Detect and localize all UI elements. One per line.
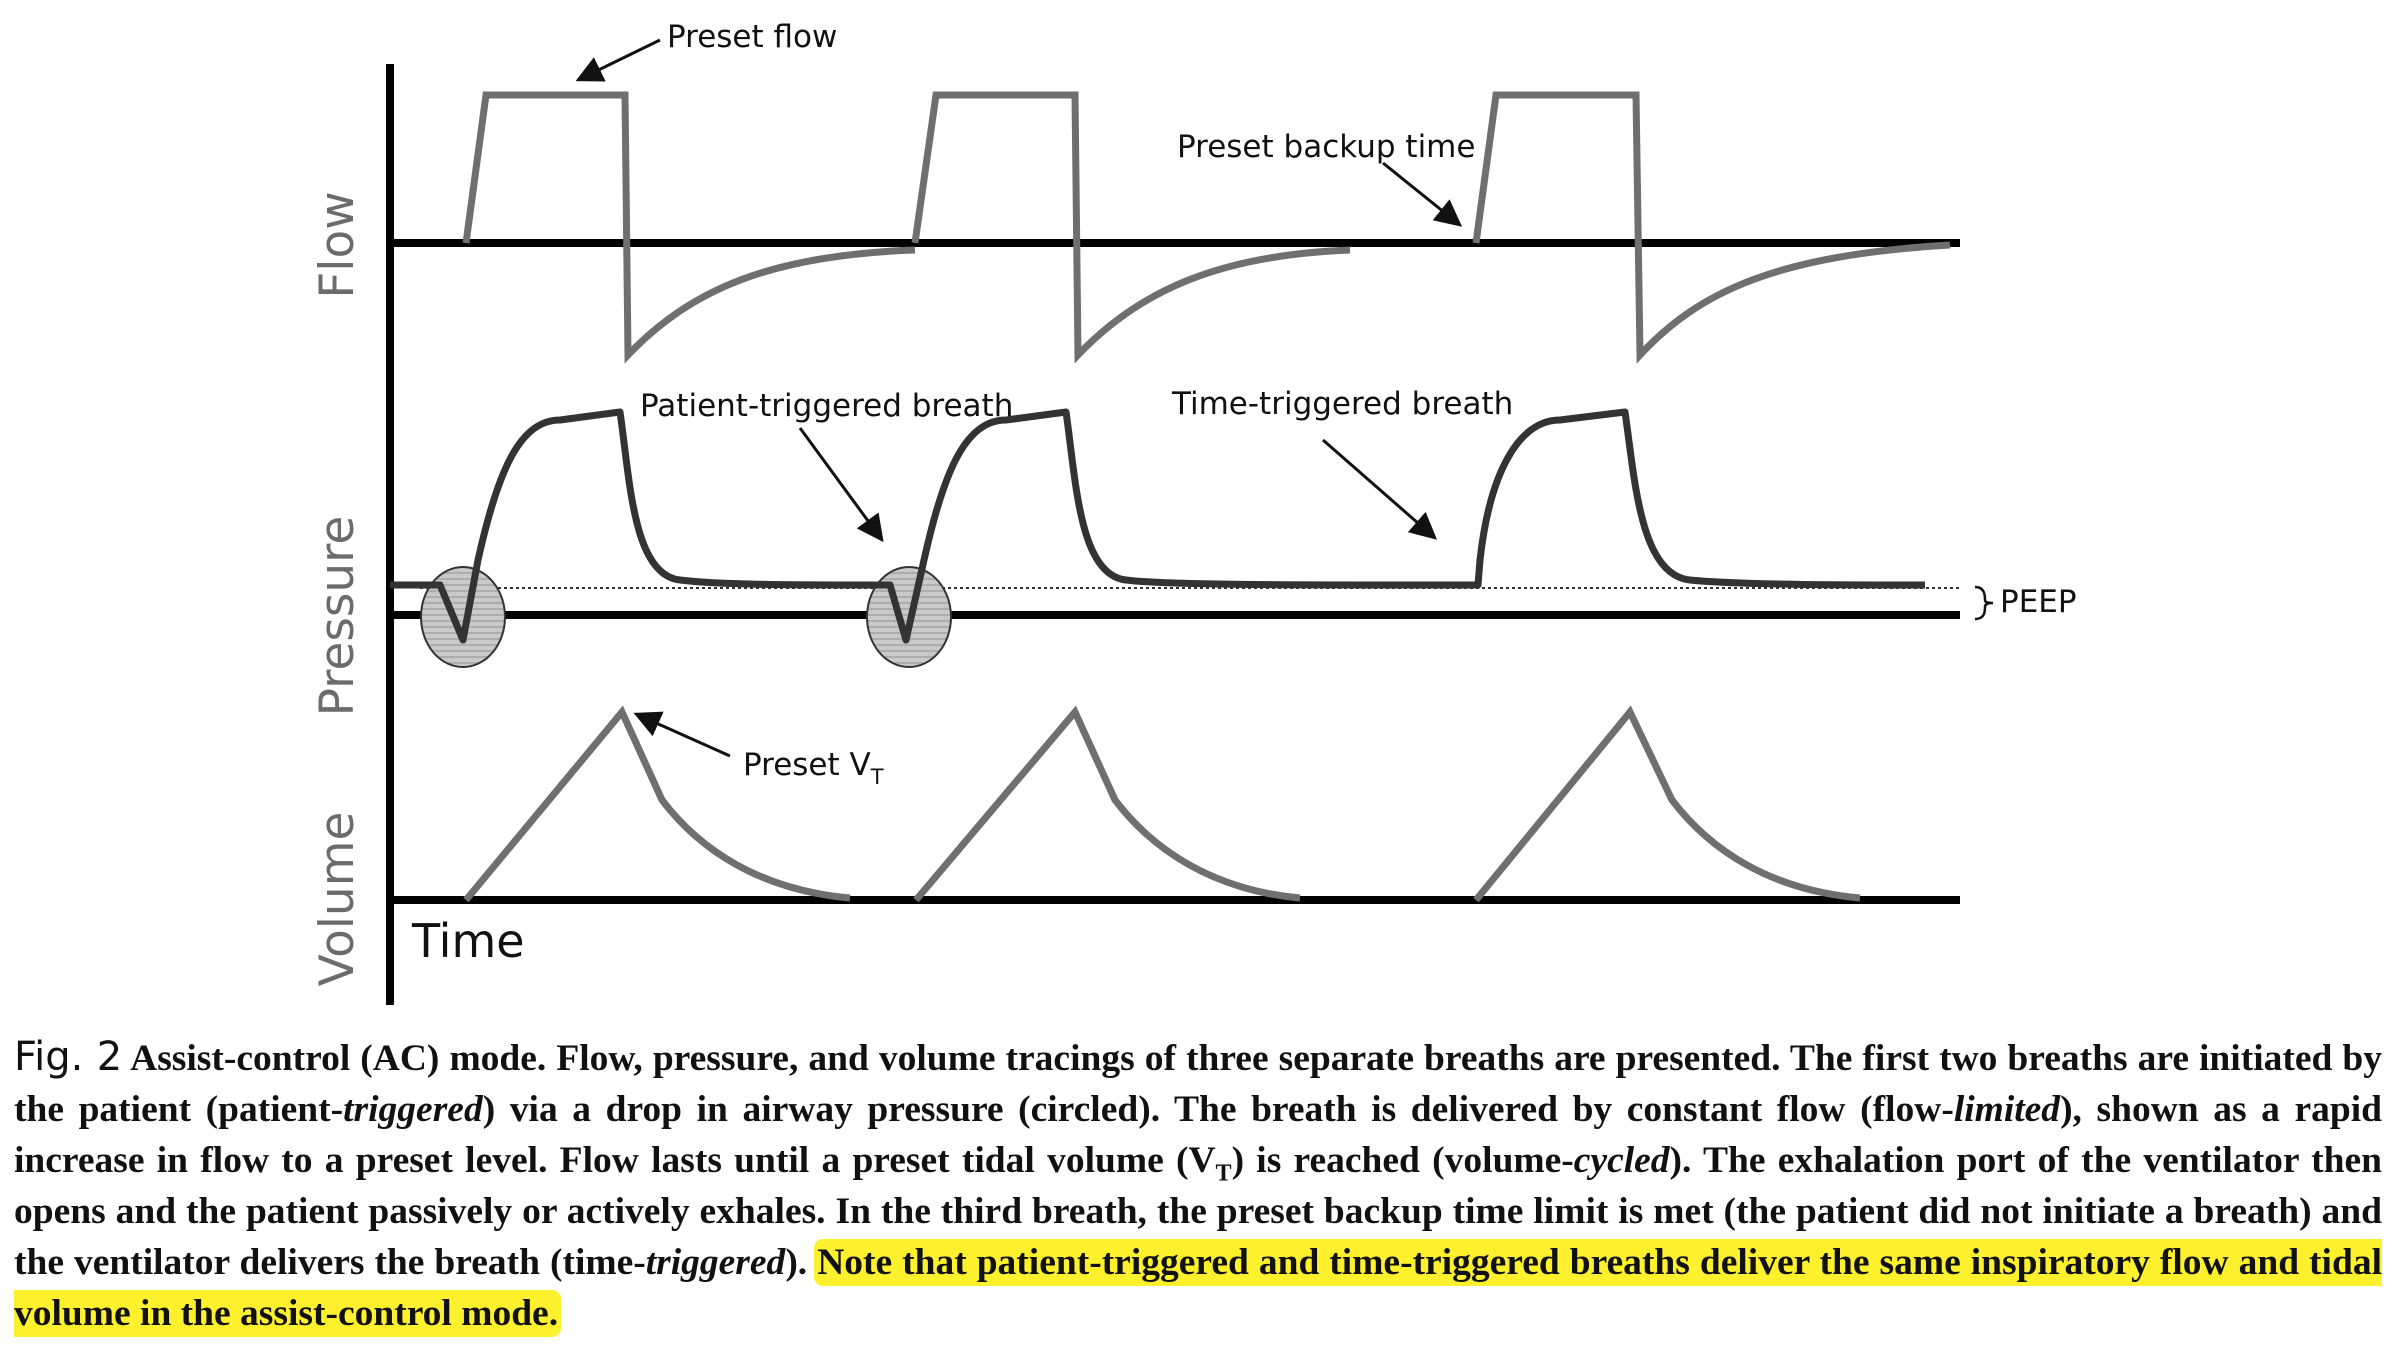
caption-italic: triggered xyxy=(645,1242,786,1283)
ventilator-waveform-diagram: Preset flow Preset backup time Patient-t… xyxy=(310,19,2077,1005)
arrow xyxy=(575,38,661,82)
caption-text: ), shown as a rapid increase in flow to … xyxy=(14,1089,2382,1181)
volume-trace xyxy=(463,705,1861,903)
arrow xyxy=(1382,161,1463,227)
preset-vt-label: Preset VT xyxy=(743,747,884,789)
preset-flow-label: Preset flow xyxy=(667,19,837,55)
figure-number: Fig. 2 xyxy=(14,1034,123,1080)
preset-backup-time-label: Preset backup time xyxy=(1177,129,1475,165)
caption-text: ). xyxy=(785,1242,808,1283)
time-triggered-breath-label: Time-triggered breath xyxy=(1171,386,1513,422)
arrow xyxy=(798,427,884,543)
caption-text: ). The exhalation port of the ventilator… xyxy=(14,1140,2382,1283)
caption-subscript: T xyxy=(1215,1160,1232,1187)
arrow xyxy=(1322,438,1438,540)
caption-text: Assist-control (AC) mode. Flow, pressure… xyxy=(14,1038,2382,1130)
flow-trace xyxy=(462,91,1951,364)
pressure-trace xyxy=(390,408,1926,644)
time-axis-label: Time xyxy=(411,914,525,968)
caption-text: ) is reached (volume- xyxy=(1231,1140,1574,1181)
peep-brace xyxy=(1974,585,1994,621)
arrow xyxy=(633,711,731,758)
patient-triggered-breath-label: Patient-triggered breath xyxy=(640,388,1013,424)
pressure-axis-label: Pressure xyxy=(310,516,365,717)
flow-axis-label: Flow xyxy=(310,191,365,298)
caption-italic: triggered xyxy=(343,1089,483,1130)
caption-text: ) via a drop in airway pressure (circled… xyxy=(482,1089,1954,1130)
caption-italic: limited xyxy=(1953,1089,2061,1130)
figure-caption: Fig. 2 Assist-control (AC) mode. Flow, p… xyxy=(14,1032,2382,1339)
caption-italic: cycled xyxy=(1573,1140,1670,1181)
volume-axis-label: Volume xyxy=(310,812,365,987)
peep-label: PEEP xyxy=(2000,584,2077,620)
